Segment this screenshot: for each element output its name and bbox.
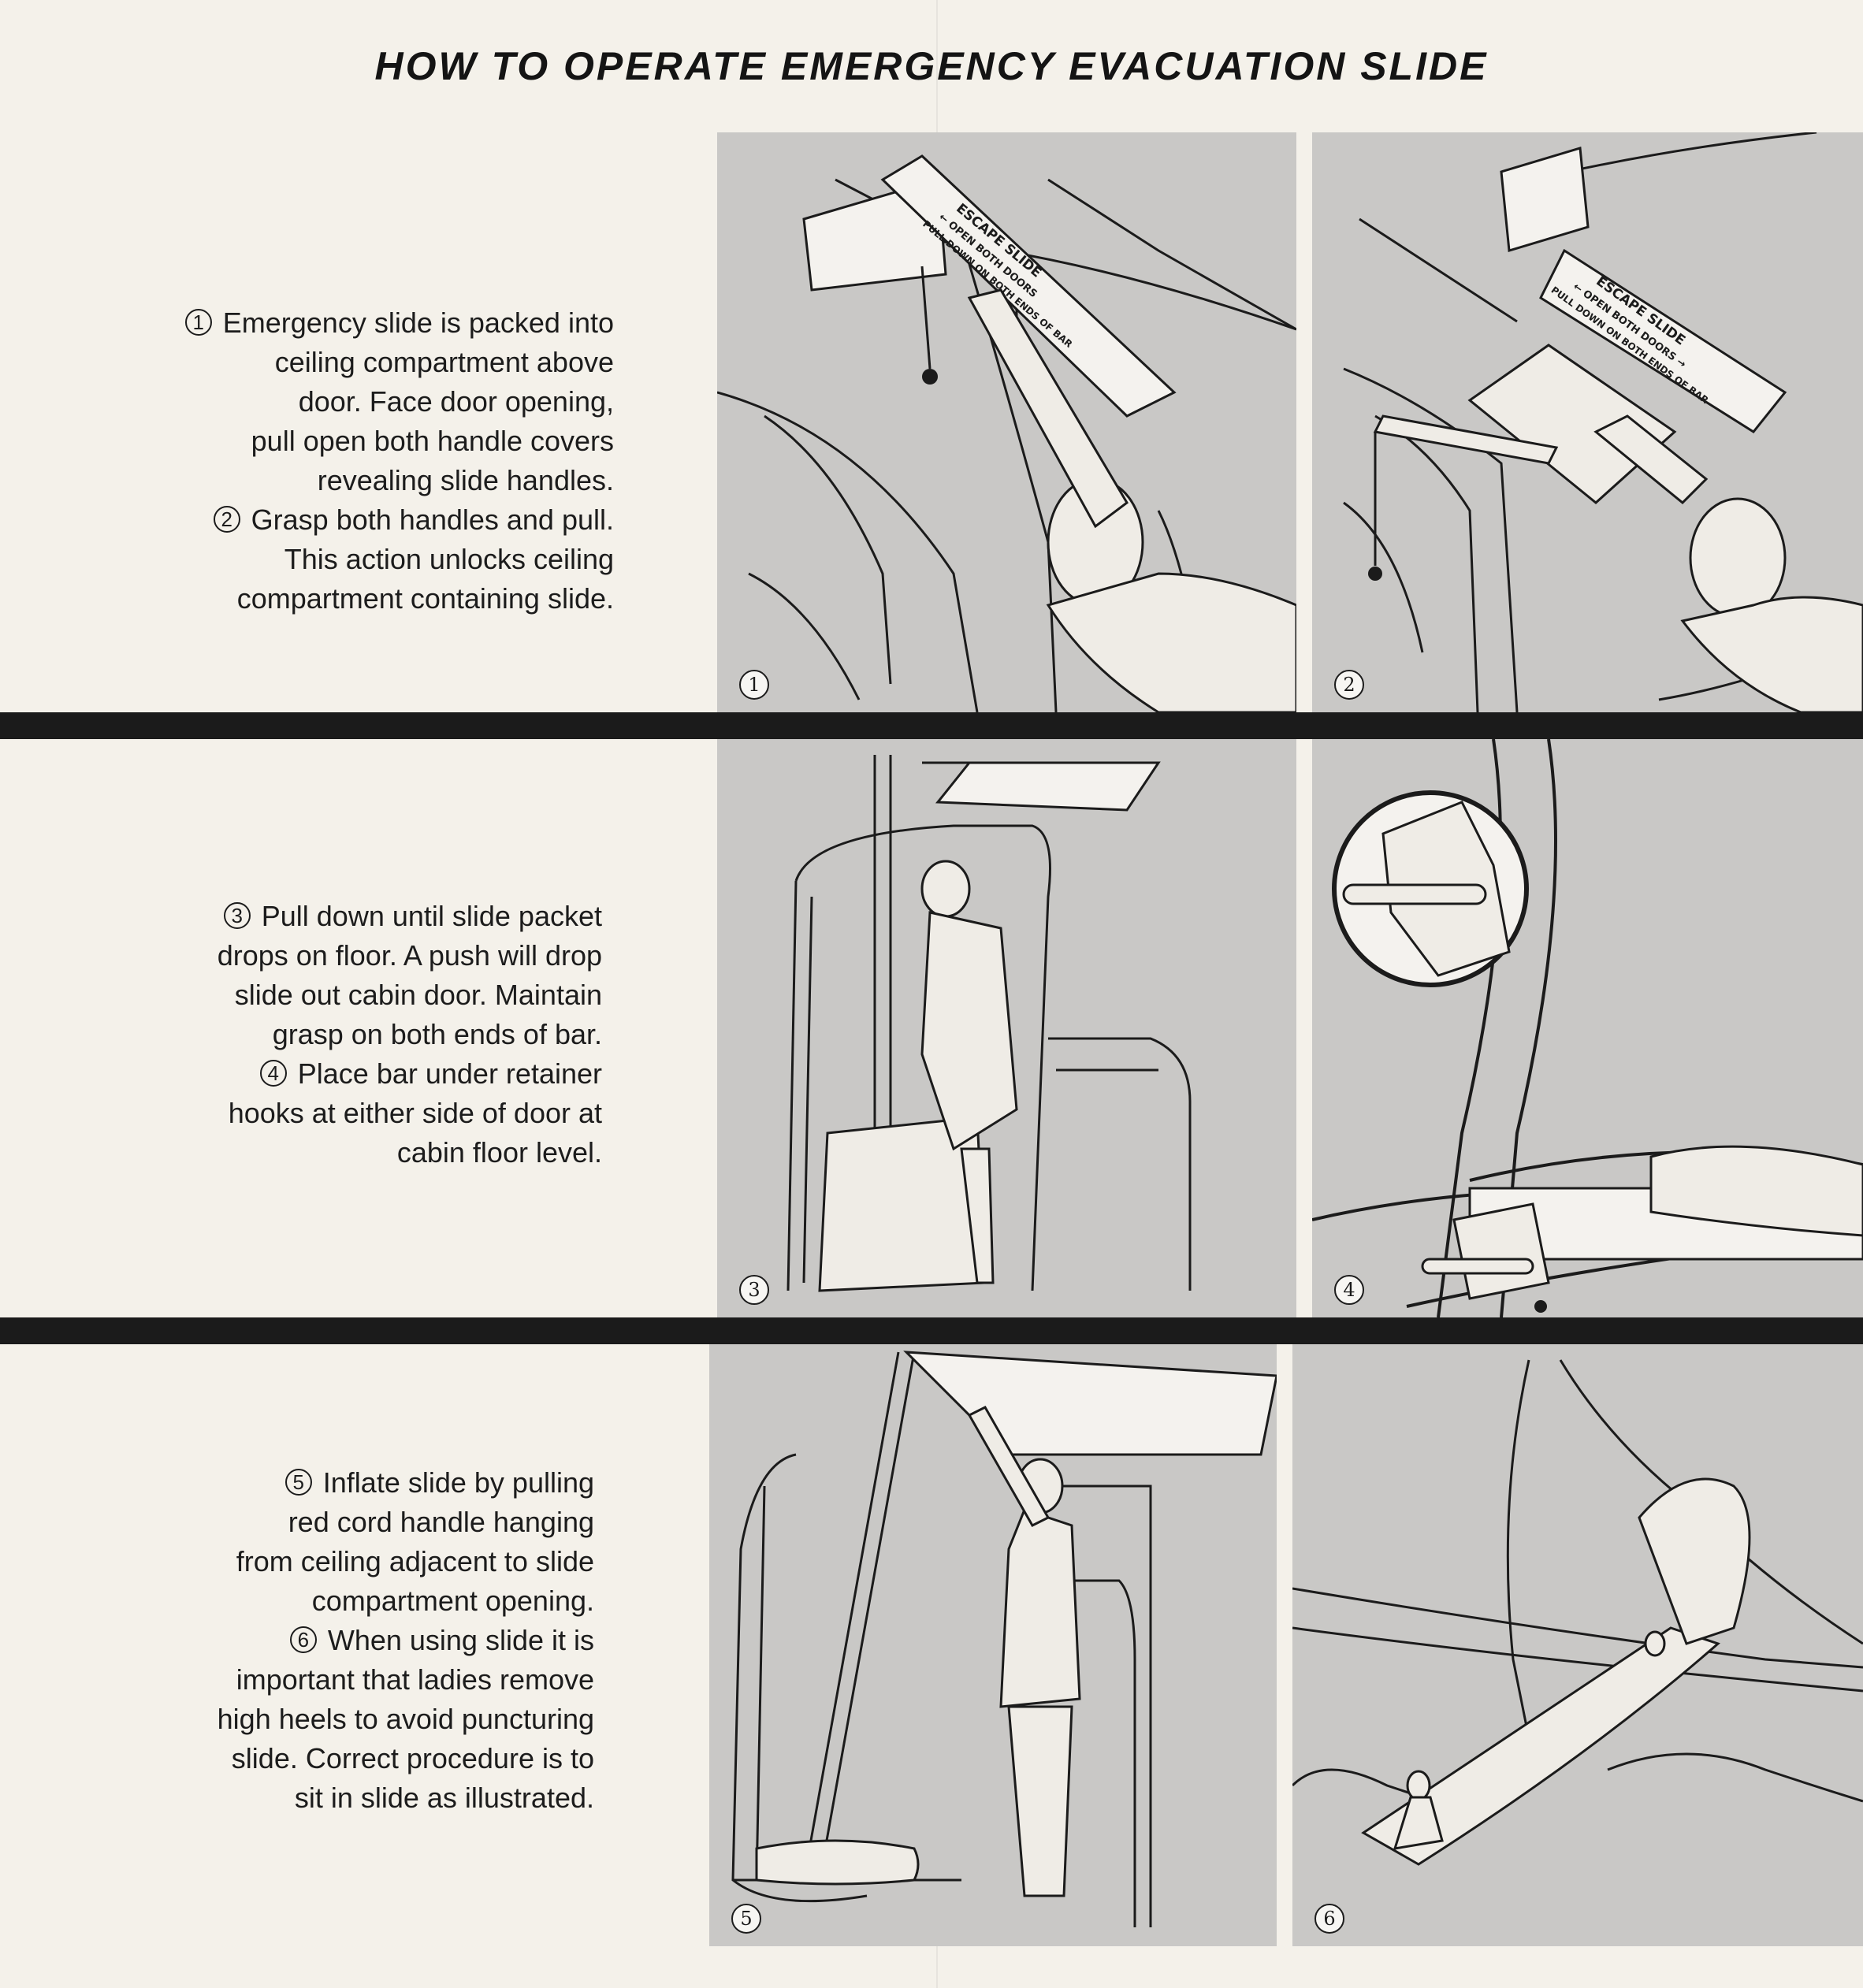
illustration-panel-5: 5 [709,1344,1277,1946]
text-line: drops on floor. A push will drop [217,939,602,972]
panel-number: 2 [1334,670,1364,700]
illustration-panel-2: ESCAPE SLIDE ← OPEN BOTH DOORS → PULL DO… [1312,132,1863,712]
text-line: door. Face door opening, [298,385,614,418]
text-line: sit in slide as illustrated. [294,1782,594,1814]
panel-number: 1 [739,670,769,700]
text-line: red cord handle hanging [288,1506,594,1538]
step-4-text: Place bar under retainer [297,1057,602,1090]
step-number-badge: 4 [259,1060,287,1087]
text-line: 2 Grasp both handles and pull. [185,500,614,540]
ceiling-compartment-illustration: ESCAPE SLIDE ← OPEN BOTH DOORS PULL DOWN… [717,154,1296,712]
illustration-panel-1: ESCAPE SLIDE ← OPEN BOTH DOORS PULL DOWN… [717,132,1296,712]
instructions-steps-5-6: 5 Inflate slide by pulling red cord handl… [218,1463,594,1818]
text-line: compartment containing slide. [236,582,614,615]
panel-number: 3 [739,1275,769,1305]
divider-bar [0,712,1863,739]
step-6-text: When using slide it is [327,1624,594,1656]
text-line: 1 Emergency slide is packed into [184,303,614,343]
page-title: HOW TO OPERATE EMERGENCY EVACUATION SLID… [374,44,1489,88]
step-number-badge: 3 [223,902,251,929]
text-line: important that ladies remove [236,1663,594,1696]
step-3-text: Pull down until slide packet [261,900,602,932]
text-line: ceiling compartment above [274,346,614,378]
text-line: 3 Pull down until slide packet [218,897,602,936]
illustration-panel-4: 4 [1312,739,1863,1317]
instructions-steps-1-2: 1 Emergency slide is packed into ceiling … [184,303,614,619]
panel-number: 4 [1334,1275,1364,1305]
text-line: slide out cabin door. Maintain [234,979,602,1011]
text-line: 6 When using slide it is [218,1621,594,1660]
retainer-hook-illustration [1312,739,1863,1317]
step-number-badge: 6 [289,1626,317,1653]
text-line: 5 Inflate slide by pulling [218,1463,594,1503]
slide-use-illustration [1292,1359,1863,1866]
inflate-cord-illustration [731,1351,1277,1927]
step-number-badge: 5 [284,1469,312,1496]
step-number-badge: 2 [213,506,240,533]
illustration-panel-3: 3 [717,739,1296,1317]
text-line: This action unlocks ceiling [284,543,614,575]
text-line: compartment opening. [311,1585,594,1617]
text-line: cabin floor level. [396,1136,602,1169]
panel-number: 6 [1315,1904,1344,1934]
step-5-text: Inflate slide by pulling [322,1466,594,1499]
step-number-badge: 1 [184,309,212,336]
handle-pull-illustration: ESCAPE SLIDE ← OPEN BOTH DOORS → PULL DO… [1343,132,1863,712]
step-2-text: Grasp both handles and pull. [251,504,614,536]
slide-packet-drop-illustration [786,755,1192,1292]
text-line: high heels to avoid puncturing [217,1703,594,1735]
text-line: 4 Place bar under retainer [218,1054,602,1094]
text-line: slide. Correct procedure is to [231,1742,594,1774]
divider-bar [0,1317,1863,1344]
text-line: pull open both handle covers [251,425,614,457]
step-1-text: Emergency slide is packed into [222,307,614,339]
illustration-panel-6: 6 [1292,1344,1863,1946]
text-line: hooks at either side of door at [228,1097,602,1129]
text-line: revealing slide handles. [317,464,614,496]
text-line: from ceiling adjacent to slide [236,1545,594,1577]
text-line: grasp on both ends of bar. [272,1018,602,1050]
instructions-steps-3-4: 3 Pull down until slide packet drops on f… [218,897,602,1172]
panel-number: 5 [731,1904,761,1934]
